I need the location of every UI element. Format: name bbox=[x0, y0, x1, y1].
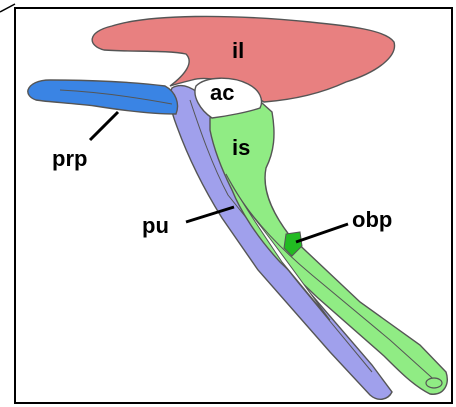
prp-leader-line bbox=[90, 112, 118, 140]
ischium-distal-knob bbox=[426, 378, 442, 388]
prepubis-bone bbox=[28, 80, 178, 114]
frame-corner-line bbox=[0, 4, 15, 12]
label-ac: ac bbox=[210, 80, 234, 105]
label-prp: prp bbox=[52, 146, 87, 171]
obp-leader-line bbox=[296, 224, 348, 242]
label-il: il bbox=[232, 38, 244, 63]
label-pu: pu bbox=[142, 213, 169, 238]
label-is: is bbox=[232, 135, 250, 160]
label-obp: obp bbox=[352, 207, 392, 232]
